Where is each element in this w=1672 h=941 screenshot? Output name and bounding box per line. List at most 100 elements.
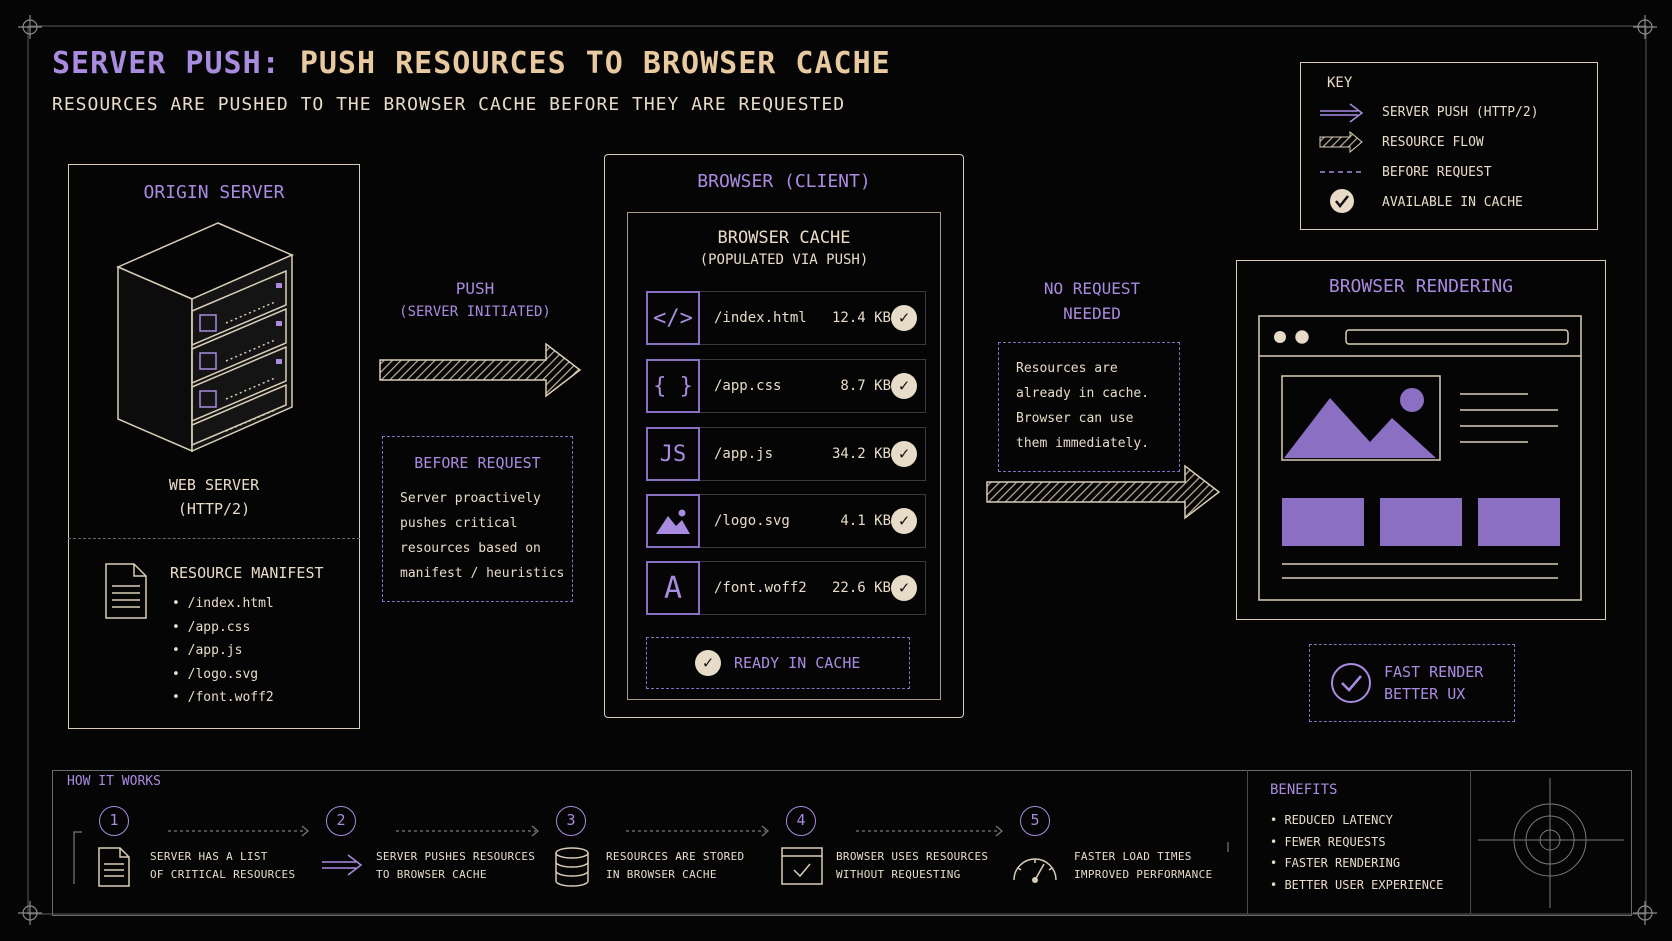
file-size: 12.4 KB xyxy=(831,310,891,326)
title-prefix: SERVER PUSH: xyxy=(52,46,281,81)
manifest-title: RESOURCE MANIFEST xyxy=(170,564,324,582)
step-gauge-icon xyxy=(1013,858,1057,883)
legend-item-resource-flow: RESOURCE FLOW xyxy=(1382,135,1484,150)
step-database-icon xyxy=(555,847,589,887)
how-it-works-panel xyxy=(52,770,1632,916)
step-browser-check-icon xyxy=(781,847,823,885)
cache-row-logo-svg: /logo.svg 4.1 KB ✓ xyxy=(646,494,926,550)
before-line: manifest / heuristics xyxy=(400,566,565,581)
web-server-protocol: (HTTP/2) xyxy=(177,500,251,518)
manifest-item: • /app.js xyxy=(172,643,243,658)
step-number: 3 xyxy=(556,806,586,836)
check-icon: ✓ xyxy=(891,575,917,601)
before-line: resources based on xyxy=(400,541,541,556)
check-icon: ✓ xyxy=(891,305,917,331)
resource-flow-arrow-icon xyxy=(986,464,1221,520)
before-request-text: Server proactively pushes critical resou… xyxy=(400,486,564,586)
manifest-item: • /index.html xyxy=(172,596,274,611)
check-icon: ✓ xyxy=(695,650,721,676)
push-sublabel: (SERVER INITIATED) xyxy=(399,304,551,320)
no-request-line: Resources are xyxy=(1016,361,1118,376)
title-main: PUSH RESOURCES TO BROWSER CACHE xyxy=(299,46,891,81)
manifest-item: • /logo.svg xyxy=(172,666,259,682)
file-size: 4.1 KB xyxy=(840,513,891,529)
file-name: /index.html xyxy=(714,310,807,326)
page-title: SERVER PUSH: PUSH RESOURCES TO BROWSER C… xyxy=(52,46,891,81)
step-document-icon xyxy=(98,847,130,887)
no-request-label: NO REQUEST xyxy=(1043,279,1141,298)
before-line: pushes critical xyxy=(400,516,518,531)
file-size: 8.7 KB xyxy=(840,378,891,394)
benefits-title: BENEFITS xyxy=(1270,782,1338,798)
page-subtitle: RESOURCES ARE PUSHED TO THE BROWSER CACH… xyxy=(52,94,846,115)
browser-cache-title: BROWSER CACHE xyxy=(717,228,851,248)
push-arrow-icon xyxy=(379,342,582,398)
before-request-title: BEFORE REQUEST xyxy=(414,454,541,472)
cache-row-app-css: { } /app.css 8.7 KB ✓ xyxy=(646,359,926,415)
benefit-item: • FASTER RENDERING xyxy=(1270,856,1401,870)
step-number: 5 xyxy=(1020,806,1050,836)
origin-server-panel xyxy=(68,164,360,729)
browser-window-icon xyxy=(1258,315,1582,601)
browser-cache-panel xyxy=(627,212,941,700)
no-request-box xyxy=(998,342,1180,472)
braces-icon: { } xyxy=(646,359,700,413)
step-number: 4 xyxy=(786,806,816,836)
no-request-sublabel: NEEDED xyxy=(1063,304,1121,323)
benefit-item: • FEWER REQUESTS xyxy=(1270,834,1386,849)
no-request-text: Resources are already in cache. Browser … xyxy=(1016,356,1149,456)
before-line: Server proactively xyxy=(400,491,541,506)
check-icon: ✓ xyxy=(891,508,917,534)
server-rack-icon xyxy=(116,222,294,453)
no-request-line: already in cache. xyxy=(1016,386,1150,401)
code-icon: </> xyxy=(646,291,700,345)
image-icon xyxy=(646,494,700,548)
fast-render-box xyxy=(1309,644,1515,722)
manifest-item: • /app.css xyxy=(172,619,251,635)
benefit-item: • BETTER USER EXPERIENCE xyxy=(1270,877,1444,892)
step-number: 2 xyxy=(326,806,356,836)
legend-item-before-request: BEFORE REQUEST xyxy=(1382,165,1492,180)
legend-item-available-in-cache: AVAILABLE IN CACHE xyxy=(1382,195,1523,210)
legend-item-server-push: SERVER PUSH (HTTP/2) xyxy=(1382,105,1539,120)
browser-cache-subtitle: (POPULATED VIA PUSH) xyxy=(699,252,869,268)
document-icon xyxy=(105,563,147,619)
js-icon: JS xyxy=(646,427,700,481)
check-icon: ✓ xyxy=(891,441,917,467)
how-it-works-title: HOW IT WORKS xyxy=(67,774,161,789)
legend-title: KEY xyxy=(1327,75,1353,91)
step-number: 1 xyxy=(99,806,129,836)
web-server-label: WEB SERVER xyxy=(168,476,260,494)
origin-server-title: ORIGIN SERVER xyxy=(143,182,285,203)
ready-in-cache-label: READY IN CACHE xyxy=(734,654,861,672)
check-icon: ✓ xyxy=(891,373,917,399)
file-name: /font.woff2 xyxy=(714,580,807,596)
file-size: 34.2 KB xyxy=(831,446,891,462)
file-size: 22.6 KB xyxy=(831,580,891,596)
cache-row-index-html: </> /index.html 12.4 KB ✓ xyxy=(646,291,926,347)
browser-client-title: BROWSER (CLIENT) xyxy=(697,171,871,192)
better-ux-label: BETTER UX xyxy=(1384,685,1466,703)
legend-panel xyxy=(1300,62,1598,230)
check-circle-icon xyxy=(1331,663,1371,703)
before-request-box xyxy=(382,436,573,602)
file-name: /app.js xyxy=(714,446,774,462)
benefits-list: • REDUCED LATENCY • FEWER REQUESTS • FAS… xyxy=(1270,810,1443,896)
cache-row-font-woff2: A /font.woff2 22.6 KB ✓ xyxy=(646,561,926,617)
legend-icons xyxy=(1319,103,1364,213)
step-push-arrow-icon xyxy=(322,854,363,876)
no-request-line: Browser can use xyxy=(1016,411,1134,426)
browser-rendering-title: BROWSER RENDERING xyxy=(1328,276,1514,297)
ready-in-cache-box xyxy=(646,637,910,689)
benefits-divider xyxy=(1247,770,1248,916)
fast-render-label: FAST RENDER xyxy=(1384,663,1484,681)
font-icon: A xyxy=(646,561,700,615)
no-request-line: them immediately. xyxy=(1016,436,1150,451)
